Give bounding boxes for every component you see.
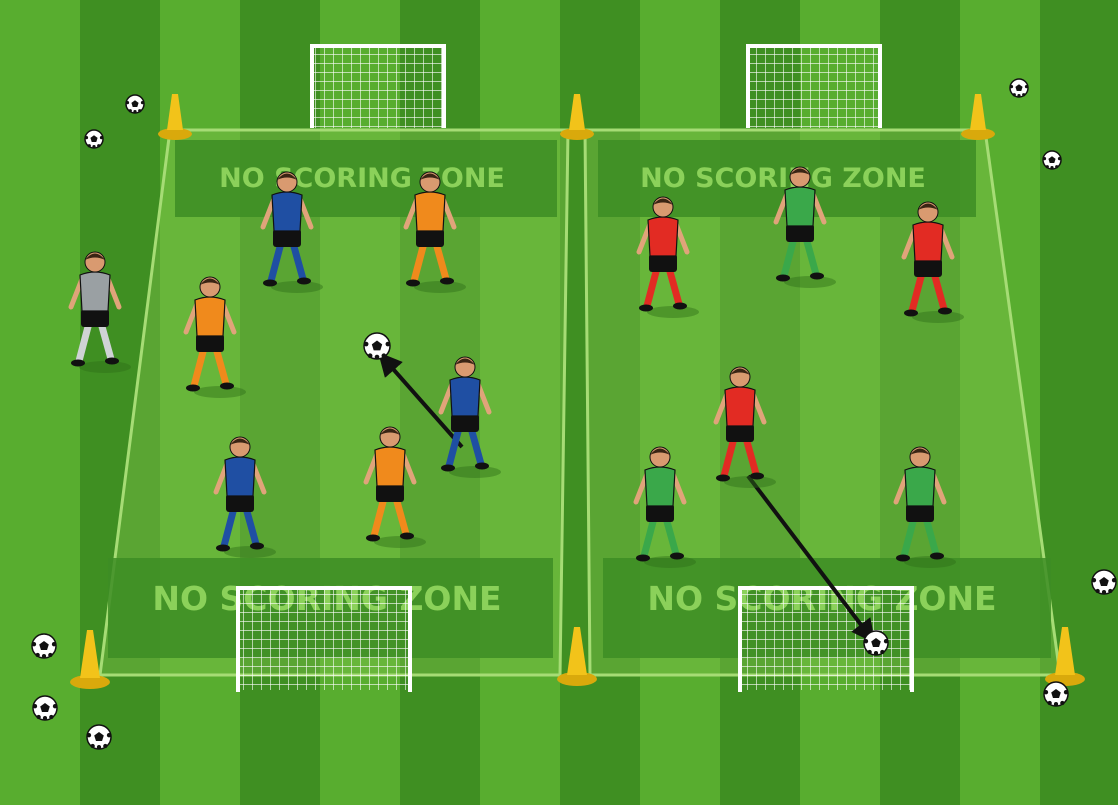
soccer-ball-icon [364, 333, 390, 359]
soccer-ball-icon [32, 634, 56, 658]
goal-top-left [312, 46, 444, 128]
soccer-ball-icon [1043, 151, 1061, 169]
goal-bottom-left [238, 588, 410, 692]
zone-label-top-right: NO SCORING ZONE [640, 163, 926, 194]
goal-top-right [748, 46, 880, 128]
grass-stripe [0, 0, 80, 805]
zone-label-top-left: NO SCORING ZONE [219, 163, 505, 194]
soccer-ball-icon [1010, 79, 1028, 97]
soccer-ball-icon [126, 95, 144, 113]
soccer-ball-icon [1044, 682, 1068, 706]
soccer-ball-icon [87, 725, 111, 749]
soccer-ball-icon [864, 631, 888, 655]
soccer-ball-icon [1092, 570, 1116, 594]
soccer-ball-icon [33, 696, 57, 720]
soccer-ball-icon [85, 130, 103, 148]
